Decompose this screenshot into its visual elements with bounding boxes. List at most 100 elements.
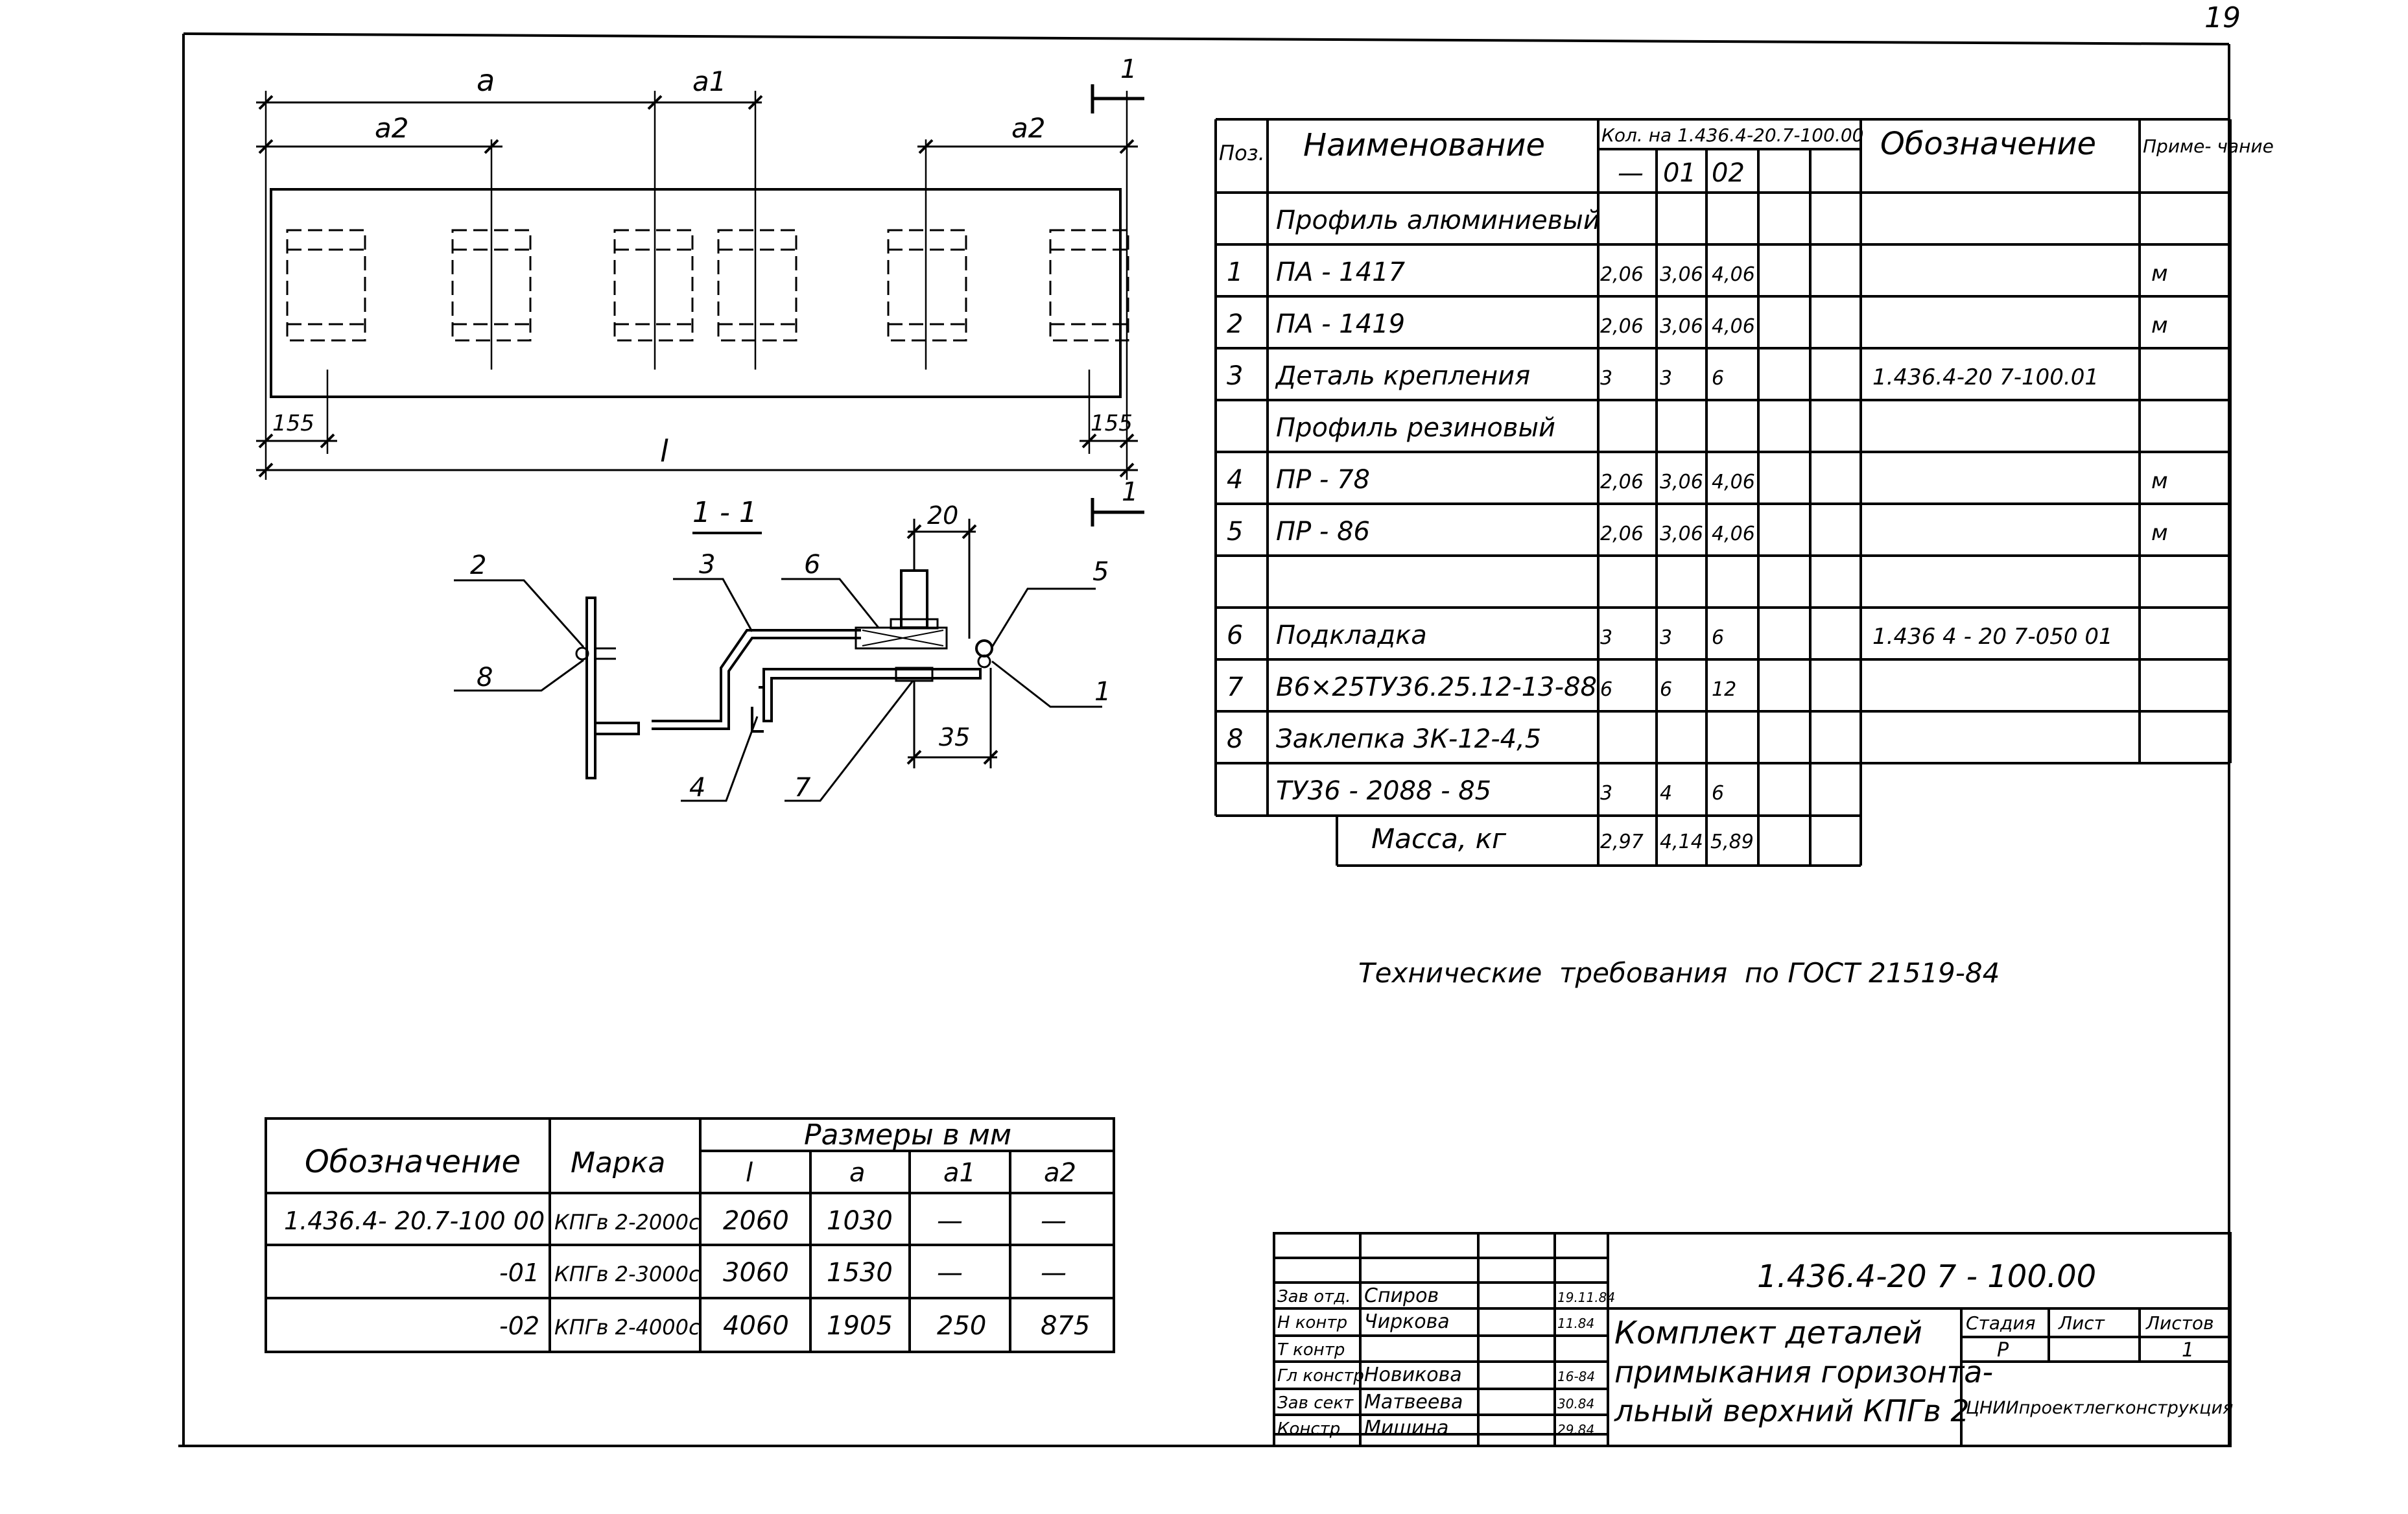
size-row-a: 1530 xyxy=(827,1258,893,1288)
signer-role: Т контр xyxy=(1277,1340,1345,1360)
spec-row-q1: 3 xyxy=(1660,626,1672,649)
plan-dimension-lines xyxy=(256,101,1138,471)
spec-row-name: ПР - 86 xyxy=(1276,517,1370,547)
plan-dimension-ticks xyxy=(258,95,1135,478)
plan-openings xyxy=(286,229,1129,342)
dim-35-label: 35 xyxy=(939,723,970,751)
plan-extension-lines xyxy=(265,91,1128,480)
spec-row-pos: 2 xyxy=(1227,309,1243,339)
callout-4: 4 xyxy=(689,773,705,803)
spec-row-pos: 3 xyxy=(1227,361,1243,391)
spec-row-q2: 4,06 xyxy=(1712,523,1755,545)
spec-row-q2: 6 xyxy=(1712,782,1724,805)
section-marker-bottom-label: 1 xyxy=(1122,477,1138,507)
size-row-a: 1030 xyxy=(827,1206,893,1236)
size-row-mark: КПГв 2-3000с xyxy=(554,1262,700,1286)
dim-a2-right-label: a2 xyxy=(1011,112,1045,144)
signer-name: Чиркова xyxy=(1364,1310,1450,1333)
spec-row-q2: 6 xyxy=(1712,367,1724,390)
spec-row-name: ПА - 1419 xyxy=(1276,309,1405,339)
spec-row-q0: 6 xyxy=(1600,678,1612,701)
spec-row-pos: 5 xyxy=(1227,517,1243,547)
spec-row-name: Профиль алюминиевый xyxy=(1276,206,1600,235)
mass-q0: 2,97 xyxy=(1600,831,1644,853)
size-table: Обозначение Марка Размеры в мм l a a1 a2… xyxy=(265,1117,1115,1353)
section-dimensions xyxy=(906,519,998,768)
page-number: 19 xyxy=(2204,1,2241,34)
size-row-a1: — xyxy=(937,1206,963,1236)
signer-date: 16-84 xyxy=(1557,1369,1595,1384)
size-row-l: 4060 xyxy=(723,1311,789,1341)
tech-requirements: Технические требования по ГОСТ 21519-84 xyxy=(1358,957,2000,989)
spec-row-designation: 1.436 4 - 20 7-050 01 xyxy=(1872,624,2113,650)
size-header-a: a xyxy=(849,1158,866,1188)
title-line-1: Комплект деталей xyxy=(1614,1315,1922,1351)
section-view: 1 - 1 xyxy=(454,496,1111,803)
spec-row-name: Деталь крепления xyxy=(1275,361,1530,391)
size-row-a2: 875 xyxy=(1041,1311,1090,1341)
spec-row-q0: 3 xyxy=(1600,367,1612,390)
dim-155-right-label: 155 xyxy=(1091,410,1133,436)
spec-header-q1: 01 xyxy=(1663,158,1696,188)
signer-role: Гл констр xyxy=(1277,1366,1364,1386)
sheets-header: Листов xyxy=(2145,1312,2214,1334)
spec-row-pos: 7 xyxy=(1227,672,1244,702)
section-marker-top-label: 1 xyxy=(1120,54,1137,84)
spec-row-q1: 3 xyxy=(1660,367,1672,390)
size-header-a2: a2 xyxy=(1044,1158,1076,1188)
size-row-l: 2060 xyxy=(723,1206,789,1236)
spec-row-note: м xyxy=(2151,520,2168,546)
sheet-header: Лист xyxy=(2058,1312,2105,1334)
spec-header-q2: 02 xyxy=(1712,158,1745,188)
section-marker-top xyxy=(1091,84,1144,113)
stage-value: Р xyxy=(1997,1339,2009,1362)
callout-7: 7 xyxy=(794,773,811,803)
callout-3: 3 xyxy=(699,550,715,580)
spec-header-designation: Обозначение xyxy=(1880,126,2096,162)
section-marker-bottom xyxy=(1091,498,1144,526)
size-header-mark: Марка xyxy=(571,1146,665,1179)
size-row-mark: КПГв 2-4000с xyxy=(554,1315,700,1340)
spec-row-q0: 2,06 xyxy=(1600,263,1644,286)
title-line-2: примыкания горизонта- xyxy=(1614,1354,1993,1390)
mass-label: Масса, кг xyxy=(1371,823,1507,855)
spec-row-name: Профиль резиновый xyxy=(1276,413,1555,443)
spec-row-name: ПР - 78 xyxy=(1276,465,1370,495)
callout-1: 1 xyxy=(1094,677,1111,707)
spec-row-q1: 3,06 xyxy=(1660,263,1703,286)
spec-header-q0: — xyxy=(1618,158,1644,188)
spec-row-q1: 6 xyxy=(1660,678,1672,701)
callout-leaders xyxy=(454,578,1102,802)
signer-role: Н контр xyxy=(1277,1313,1347,1332)
callout-8: 8 xyxy=(477,663,493,692)
size-row-a2: — xyxy=(1041,1258,1067,1288)
spec-row-q1: 3,06 xyxy=(1660,471,1703,493)
doc-number: 1.436.4-20 7 - 100.00 xyxy=(1757,1259,2096,1295)
spec-row-pos: 8 xyxy=(1227,724,1243,754)
signer-name: Мишина xyxy=(1364,1417,1448,1439)
spec-header-pos: Поз. xyxy=(1219,141,1265,165)
size-header-sizes: Размеры в мм xyxy=(804,1118,1011,1152)
organization: ЦНИИпроектлегконструкция xyxy=(1966,1398,2233,1418)
spec-header-qty: Кол. на 1.436.4-20.7-100.00 xyxy=(1601,124,1863,146)
signer-role: Зав отд. xyxy=(1277,1287,1351,1307)
spec-row-name: ТУ36 - 2088 - 85 xyxy=(1276,776,1491,806)
plan-view: a a1 a2 a2 l 155 155 1 1 xyxy=(256,54,1144,526)
signer-role: Зав сект xyxy=(1277,1393,1354,1413)
signer-role: Констр xyxy=(1277,1419,1340,1439)
signer-date: 30.84 xyxy=(1557,1396,1594,1412)
size-row-designation: -01 xyxy=(499,1259,539,1287)
spec-row-q0: 2,06 xyxy=(1600,471,1644,493)
size-header-a1: a1 xyxy=(943,1158,976,1188)
size-header-designation: Обозначение xyxy=(305,1144,521,1180)
spec-row-note: м xyxy=(2151,313,2168,338)
signer-name: Спиров xyxy=(1364,1284,1439,1307)
size-row-a1: 250 xyxy=(937,1311,986,1341)
spec-row-pos: 6 xyxy=(1227,621,1243,650)
size-header-l: l xyxy=(746,1158,753,1188)
